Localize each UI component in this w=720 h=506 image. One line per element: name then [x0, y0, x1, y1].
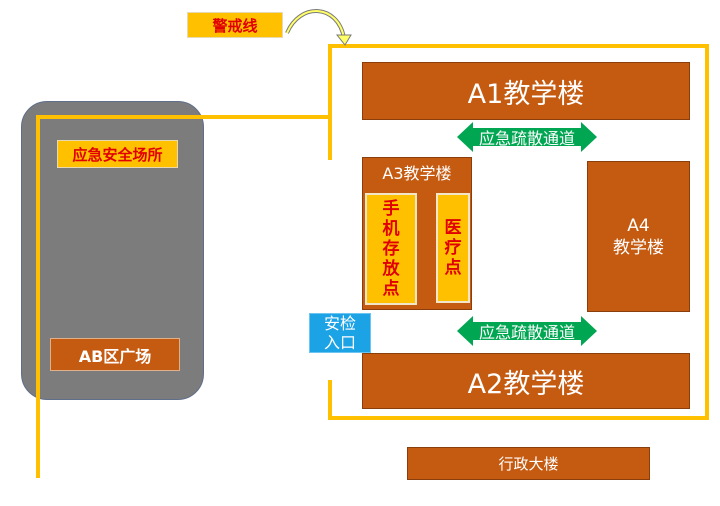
- campus-warning-perimeter: [328, 44, 709, 420]
- phone-storage-char: 存: [382, 239, 400, 259]
- phone-storage-point: 手 机 存 放 点: [365, 193, 417, 305]
- evacuation-label-top: 应急疏散通道: [478, 129, 575, 148]
- medical-char: 点: [444, 258, 462, 278]
- building-a4-line1: A4: [627, 215, 650, 236]
- phone-storage-char: 机: [382, 219, 400, 239]
- medical-point: 医 疗 点: [436, 193, 470, 303]
- warning-line-label: 警戒线: [187, 12, 283, 38]
- medical-char: 医: [444, 218, 462, 238]
- phone-storage-char: 点: [382, 279, 400, 299]
- evacuation-arrow-top: [457, 122, 597, 152]
- security-entrance-line2: 入口: [323, 333, 356, 352]
- security-entrance-line1: 安检: [323, 314, 356, 333]
- building-a4: A4 教学楼: [587, 161, 690, 312]
- warning-arrowhead: [335, 34, 352, 46]
- evacuation-arrow-bottom: [457, 316, 597, 346]
- building-a3-label: A3教学楼: [382, 164, 452, 183]
- medical-char: 疗: [444, 238, 462, 258]
- building-a2: A2教学楼: [362, 353, 690, 409]
- building-a1: A1教学楼: [362, 62, 690, 120]
- phone-storage-char: 放: [382, 259, 400, 279]
- building-a4-line2: 教学楼: [613, 237, 664, 258]
- phone-storage-char: 手: [382, 199, 400, 219]
- emergency-shelter-label: 应急安全场所: [57, 140, 178, 168]
- security-entrance: 安检 入口: [309, 313, 371, 353]
- evacuation-label-bottom: 应急疏散通道: [478, 323, 575, 342]
- admin-building: 行政大楼: [407, 447, 650, 480]
- ab-plaza-label: AB区广场: [50, 338, 180, 371]
